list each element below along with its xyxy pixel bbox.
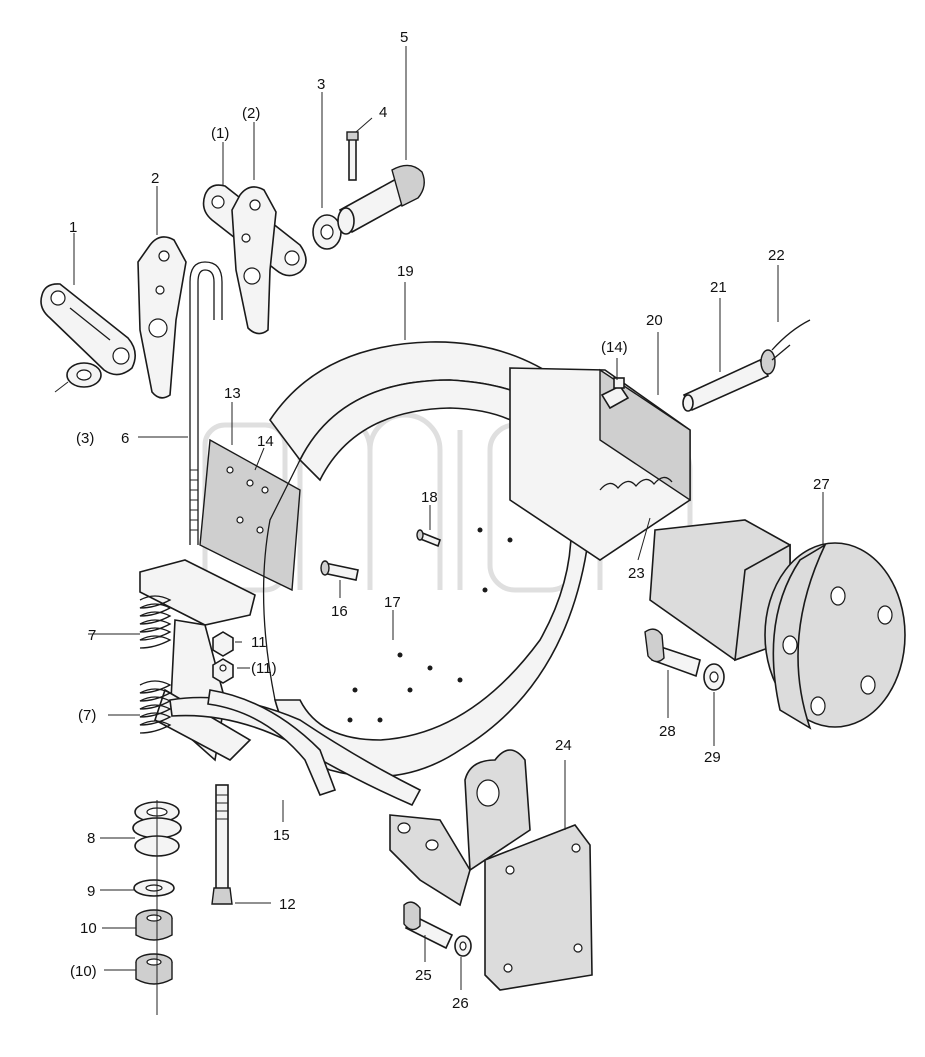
callout-22: 22: [768, 247, 785, 264]
callout-1p: (1): [211, 125, 229, 142]
callout-7: 7: [88, 627, 96, 644]
part-washer-9: [133, 879, 175, 897]
callout-10p: (10): [70, 963, 97, 980]
callout-2: 2: [151, 170, 159, 187]
callout-12: 12: [279, 896, 296, 913]
part-lever-link-1: [40, 283, 136, 376]
part-bolt-28: [644, 628, 701, 678]
part-strap-15: [169, 689, 422, 807]
part-bolt-21: [682, 349, 776, 412]
callout-1: 1: [69, 219, 77, 236]
callout-26: 26: [452, 995, 469, 1012]
part-nut-11: [212, 631, 234, 657]
callout-6: 6: [121, 430, 129, 447]
part-nut-11p: [212, 658, 234, 684]
callout-7p: (7): [78, 707, 96, 724]
callout-11: 11: [251, 634, 267, 651]
callout-3: 3: [317, 76, 325, 93]
callout-16: 16: [331, 603, 348, 620]
callout-17: 17: [384, 594, 401, 611]
part-washer-29: [703, 663, 725, 691]
callout-27: 27: [813, 476, 830, 493]
callout-5: 5: [400, 29, 408, 46]
callout-15: 15: [273, 827, 290, 844]
callout-21: 21: [710, 279, 727, 296]
part-nut-10: [135, 909, 173, 941]
part-bolt-14p: [600, 377, 630, 410]
callout-8: 8: [87, 830, 95, 847]
part-spring-bracket-7: [139, 559, 256, 762]
part-bracket-20: [509, 367, 691, 561]
part-clevis-pin-5: [337, 164, 425, 235]
part-bolt-18: [416, 529, 441, 548]
part-bolt-25: [403, 901, 454, 950]
callout-11p: (11): [251, 660, 277, 677]
callout-3p: (3): [76, 430, 94, 447]
callout-4: 4: [379, 104, 387, 121]
part-bolt-16: [320, 560, 359, 581]
part-wire-22: [771, 319, 811, 361]
leader-lines: [54, 46, 824, 990]
part-long-bolt-12: [211, 784, 233, 905]
callout-labels: 1 2 (1) (2) 3 4 5 (3) 6 13 14 19 (14) 20…: [69, 29, 830, 1012]
part-washer-3p: [66, 362, 102, 388]
part-split-pin-4: [346, 131, 359, 181]
callout-23: 23: [628, 565, 645, 582]
part-anchor-plate-27: [649, 519, 906, 730]
part-washer-3: [312, 214, 342, 250]
callout-14: 14: [257, 433, 274, 450]
part-spring-7p: [139, 680, 172, 734]
callout-28: 28: [659, 723, 676, 740]
callout-20: 20: [646, 312, 663, 329]
callout-2p: (2): [242, 105, 260, 122]
part-upper-lever-pair: [202, 184, 307, 335]
callout-24: 24: [555, 737, 572, 754]
part-bell-crank-2: [137, 236, 187, 399]
callout-13: 13: [224, 385, 241, 402]
part-j-rod-6: [189, 261, 223, 545]
callout-14p: (14): [601, 339, 628, 356]
part-mounting-bracket-24: [389, 749, 593, 991]
part-spring-7: [139, 595, 172, 649]
callout-29: 29: [704, 749, 721, 766]
part-washer-26: [454, 935, 472, 957]
callout-9: 9: [87, 883, 95, 900]
callout-10: 10: [80, 920, 97, 937]
part-brake-shoe-13: [199, 438, 301, 592]
callout-25: 25: [415, 967, 432, 984]
callout-19: 19: [397, 263, 414, 280]
part-nut-10p: [135, 953, 173, 985]
callout-18: 18: [421, 489, 438, 506]
